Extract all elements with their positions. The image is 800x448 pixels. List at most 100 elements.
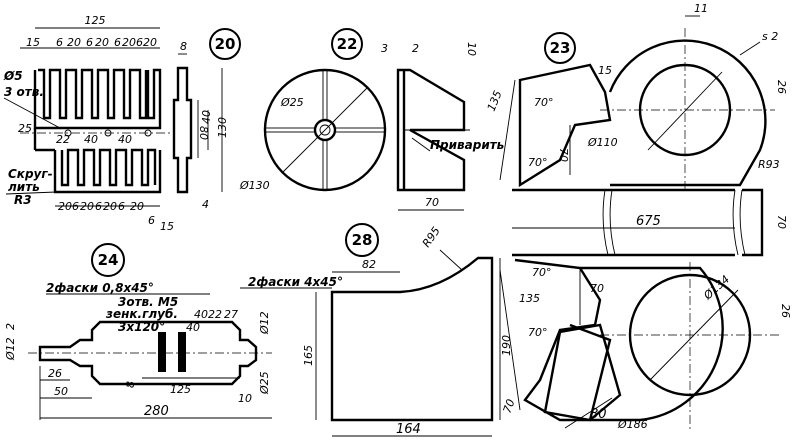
figure-23-lower-dim-135-line: [499, 269, 521, 411]
figure-20-dim-80: 80: [197, 126, 210, 140]
figure-24-d12-right: Ø12: [258, 311, 271, 335]
figure-22-badge-circle: [331, 28, 363, 60]
figure-24-d12-left: Ø12: [4, 337, 17, 361]
figure-28-dim-82: 82: [362, 258, 376, 271]
figure-20-badge-circle: [209, 28, 241, 60]
figure-20-bseg-2: 20: [80, 200, 94, 213]
figure-20: 20 125 15 6 20 6 20 6 20 6 20 Ø5 3 отв.: [3, 14, 241, 233]
figure-23-sheet: s 2: [762, 30, 778, 43]
figure-24-seg-22: 22: [208, 308, 222, 321]
figure-23-lower-dim-26: 26: [779, 304, 792, 318]
figure-22-base-w: 70: [425, 196, 439, 209]
figure-24-badge-circle: [91, 243, 125, 277]
figure-20-side-view: [172, 66, 193, 194]
figure-24-seg-27: 27: [224, 308, 238, 321]
figure-22-blade-left: [264, 127, 316, 133]
figure-22-blade-bottom: [322, 139, 328, 191]
figure-23-dim-135-line: [499, 79, 516, 181]
figure-20-top-comb: [33, 68, 162, 130]
figure-23-lower-dim-70: 70: [590, 282, 604, 295]
figure-20-seg-1: 20: [67, 36, 81, 49]
figure-20-top-segments: 6 20 6 20 6 20 6 20: [56, 36, 157, 49]
figure-20-dim-4: 4: [202, 198, 209, 211]
figure-20-seg-2: 6: [86, 36, 93, 49]
figure-24-dim-125: 125: [170, 383, 191, 396]
figure-24-mid-40: 40: [186, 321, 200, 334]
figure-24-d25: Ø25: [258, 371, 271, 395]
figure-24: 24 2фаски 0,8х45° 3отв. М5 зенк.глуб. 3х…: [4, 243, 343, 420]
figure-20-dim-125: 125: [85, 14, 106, 27]
figure-23-dia-110: Ø110: [587, 136, 618, 149]
figure-20-seg-3: 20: [95, 36, 109, 49]
figure-20-round-note-2: лить: [8, 180, 40, 194]
figure-23-dia-leader: [647, 71, 723, 151]
figure-28: 28 82 R95 165 190 164: [302, 223, 513, 437]
figure-23-dim-135: 135: [485, 89, 505, 113]
figure-28-dim-164: 164: [396, 422, 421, 437]
figure-24-dim-26: 26: [48, 367, 62, 380]
figure-23-lower-dim-80: 80: [590, 407, 607, 422]
figure-24-chamfer-2: 2фаски 4х45°: [248, 275, 343, 289]
figure-24-badge: 24: [98, 251, 119, 269]
figure-23-dim-11: 11: [694, 2, 708, 15]
figure-23-angle-b: 70°: [528, 156, 548, 169]
figure-20-bseg-1: 6: [72, 200, 79, 213]
figure-20-hole-dia: Ø5: [3, 69, 23, 83]
figure-23-badge: 23: [550, 39, 571, 57]
figure-20-hole-count: 3 отв.: [4, 85, 44, 99]
figure-20-seg-7: 20: [143, 36, 157, 49]
figure-28-badge: 28: [352, 231, 373, 249]
figure-22-thk-a: 3: [381, 42, 388, 55]
figure-20-bseg-0: 20: [58, 200, 72, 213]
figure-23-dim-strip-w: 70: [775, 215, 788, 229]
figure-22-blade-right: [334, 127, 386, 133]
figure-23-lower-dim-80-line: [564, 397, 613, 429]
figure-28-radius-leader: [439, 249, 463, 271]
figure-23-angle-a: 70°: [534, 96, 554, 109]
figure-24-chamfer-1: 2фаски 0,8х45°: [46, 281, 154, 295]
figure-24-d8: 8: [124, 381, 137, 388]
figure-23-strip: [512, 188, 764, 257]
figure-20-hole-leader: [3, 97, 61, 129]
figure-23-dim-675: 675: [636, 214, 661, 229]
figure-22-badge: 22: [337, 35, 358, 53]
figure-20-bseg-4: 20: [103, 200, 117, 213]
figure-20-round-note-1: Скруг-: [8, 167, 53, 181]
figure-24-dim-50: 50: [54, 385, 68, 398]
figure-23-radius: R93: [758, 158, 780, 171]
figure-23-lower-angle-a: 70°: [532, 266, 552, 279]
figure-22-dia-leader: [282, 87, 368, 173]
figure-23-lower-dia-leader: [649, 289, 739, 381]
figure-20-badge: 20: [215, 35, 236, 53]
figure-28-badge-circle: [345, 223, 379, 257]
figure-23-badge-circle: [544, 32, 576, 64]
figure-22-top-h: 10: [465, 42, 478, 56]
figure-20-round-note-3: R3: [14, 193, 32, 207]
figure-23-dim-15: 15: [598, 64, 612, 77]
figure-20-dim-40a: 40: [84, 133, 98, 146]
figure-20-dim-130: 130: [216, 117, 229, 138]
figure-24-holes: 3отв. М5: [118, 295, 178, 309]
figure-20-seg-6: 6: [136, 36, 143, 49]
figure-23-lower-duct: [543, 323, 622, 422]
figure-20-bseg-3: 6: [95, 200, 102, 213]
figure-24-shaft: [38, 320, 258, 386]
figure-23-lower-volute: [580, 266, 724, 422]
figure-20-dim-15b: 15: [160, 220, 174, 233]
figure-20-seg-4: 6: [114, 36, 121, 49]
figure-20-dim-25: 25: [18, 122, 32, 135]
figure-20-dim-40b: 40: [118, 133, 132, 146]
figure-28-dim-165: 165: [302, 345, 315, 366]
figure-23-strip-break-2: [602, 189, 616, 256]
figure-24-countersink-2: 3х120°: [118, 320, 165, 334]
figure-22-hub-dia: Ø25: [280, 96, 304, 109]
figure-24-dim-10: 10: [238, 392, 252, 405]
figure-23-lower: 70° 70 135 70° Ø134 26 70 80 Ø186: [499, 258, 792, 431]
figure-23-volute: [608, 39, 767, 187]
figure-23-dim-70: 70: [557, 148, 570, 162]
figure-20-dim-40: 40: [200, 110, 213, 124]
figure-22-bore: [319, 124, 331, 136]
figure-20-dim-15: 15: [26, 36, 40, 49]
figure-20-round-leader: [5, 191, 57, 195]
figure-24-countersink-1: зенк.глуб.: [105, 307, 178, 321]
